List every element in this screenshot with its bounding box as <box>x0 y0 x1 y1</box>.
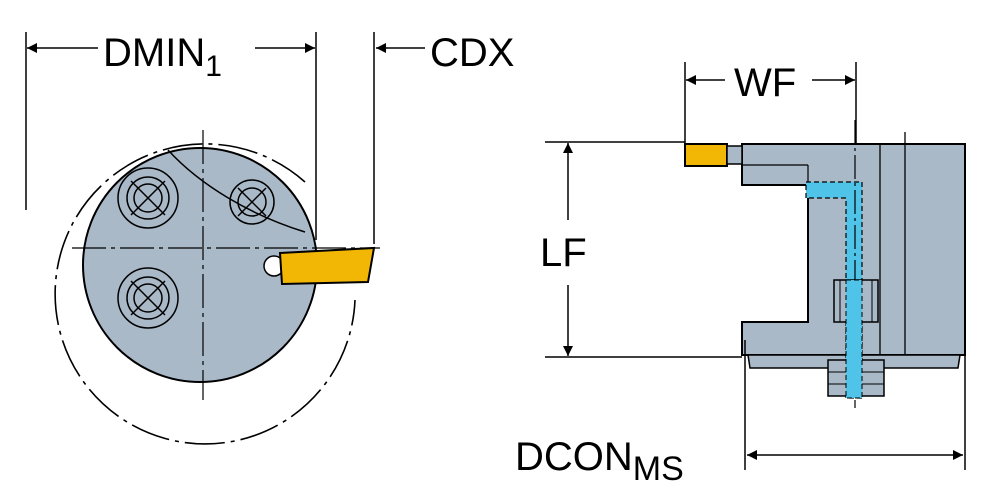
coolant-through-screw <box>845 279 863 399</box>
dcon-subscript: MS <box>633 450 684 488</box>
screw-hole-lower-left <box>117 267 179 329</box>
envelope-arc <box>54 143 356 445</box>
side-view: WF LF DCONMS <box>515 61 966 488</box>
screw-hole-upper-right <box>229 179 275 225</box>
dmin-label: DMIN1 <box>103 31 222 83</box>
wf-label: WF <box>734 61 796 105</box>
screw-hole-upper-left <box>117 167 179 229</box>
front-view: DMIN1 CDX <box>25 31 514 445</box>
lf-label: LF <box>540 231 587 275</box>
blade-neck <box>726 145 743 165</box>
cdx-label: CDX <box>430 31 514 75</box>
internal-curve <box>167 149 306 233</box>
dmin-subscript: 1 <box>205 50 222 83</box>
cutting-insert-side <box>684 143 728 167</box>
cutting-insert-front <box>278 246 376 286</box>
dcon-label: DCONMS <box>515 435 684 488</box>
